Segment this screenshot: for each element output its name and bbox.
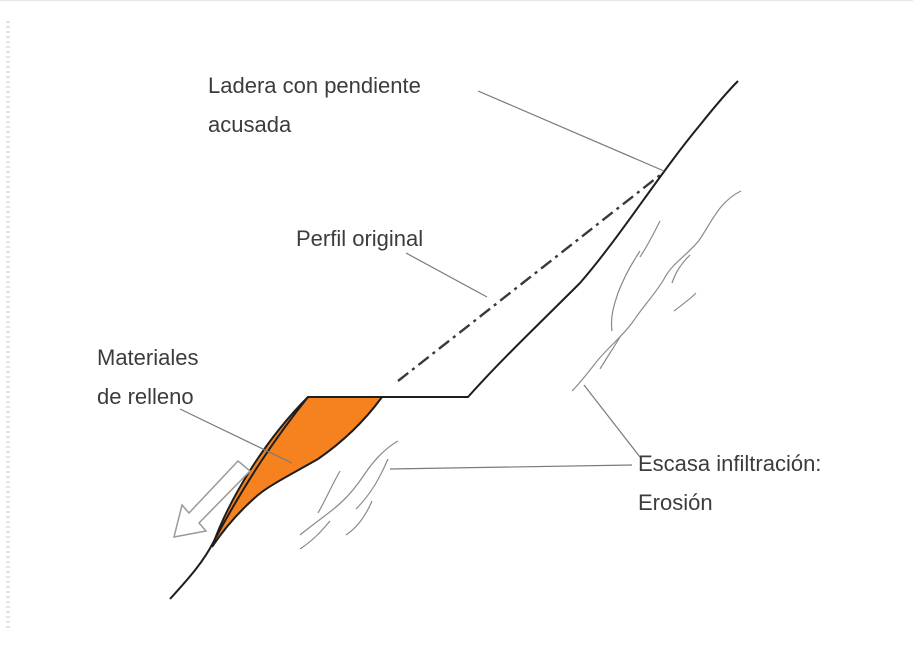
movement-arrow-icon [172,459,252,538]
leader-erosion-right [583,384,641,458]
erosion-label-line1: Escasa infiltración: [638,451,821,476]
slope-label-line1: Ladera con pendiente [208,73,421,98]
slope-label-line2: acusada [208,112,292,137]
original-profile-line [397,171,665,382]
erosion-label-line2: Erosión [638,490,713,515]
slope-profile-line [169,80,739,600]
leader-fill-material [179,408,293,464]
original-profile-label: Perfil original [296,226,423,251]
erosion-gullies-left [299,440,399,550]
leader-slope [477,90,665,172]
leader-lines [179,90,665,470]
fill-material-area [211,396,384,548]
leader-erosion-left [389,464,633,470]
fill-label-line2: de relleno [97,384,194,409]
leader-original-profile [405,252,488,298]
left-edge-decoration [6,21,10,631]
erosion-gullies-right [571,190,742,392]
fill-label-line1: Materiales [97,345,198,370]
